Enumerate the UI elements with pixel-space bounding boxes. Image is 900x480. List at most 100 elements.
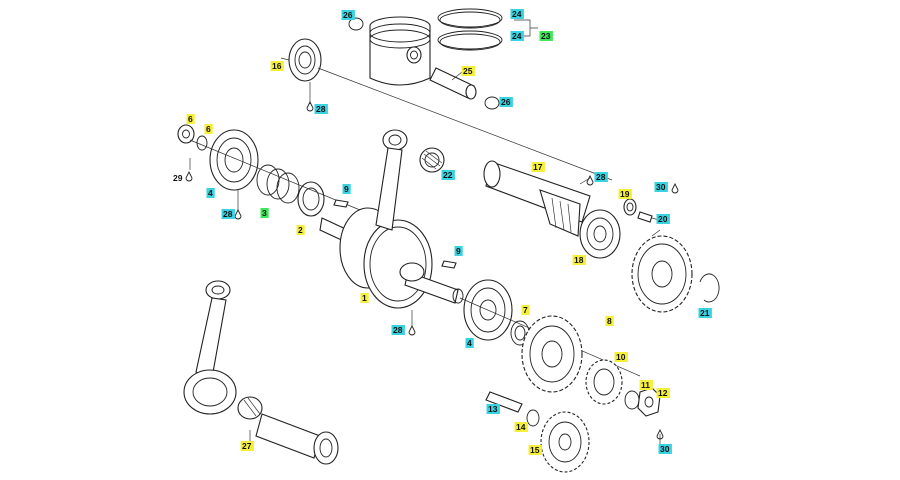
callout-c10: 10 [616, 352, 626, 362]
callout-c2: 2 [298, 225, 303, 235]
washer-left-large [297, 181, 325, 217]
piston-ring-lower [437, 30, 503, 51]
callout-highlight [186, 114, 195, 124]
drive-gear-middle [521, 315, 583, 393]
callout-highlight [658, 444, 672, 454]
callout-c23: 23 [541, 31, 551, 41]
balancer-shaft-part [483, 160, 591, 237]
callout-c26a: 26 [343, 10, 353, 20]
callout-c1: 1 [362, 293, 367, 303]
callout-highlight [594, 172, 608, 182]
needle-bearing-part [419, 147, 445, 173]
callout-highlight [654, 182, 668, 192]
callout-highlight [572, 255, 586, 265]
callout-c30b: 30 [660, 444, 670, 454]
callout-highlight [521, 305, 530, 315]
callout-c15: 15 [530, 445, 540, 455]
crankshaft-part [319, 207, 464, 309]
callout-highlight [528, 445, 542, 455]
callout-highlight [204, 124, 213, 134]
callout-c12: 12 [658, 388, 668, 398]
connecting-rod-kit [183, 280, 339, 465]
callout-highlight [260, 208, 269, 218]
axis-line-left [189, 139, 361, 211]
callout-c14: 14 [516, 422, 526, 432]
main-bearing-left [209, 129, 259, 191]
callout-highlight [486, 404, 500, 414]
gear-small-ten [585, 359, 623, 405]
callout-highlight [342, 184, 351, 194]
callout-c21: 21 [700, 308, 710, 318]
callout-c19: 19 [620, 189, 630, 199]
callout-c4a: 4 [208, 188, 213, 198]
primary-gear-large [631, 235, 693, 313]
woodruff-key-left [333, 199, 349, 208]
callout-c24a: 24 [512, 9, 522, 19]
main-bearing-balancer [579, 209, 621, 259]
washer-eleven [624, 390, 640, 410]
callout-highlight [221, 209, 235, 219]
washer-fourteen [526, 409, 540, 427]
callout-c29: 29 [173, 173, 183, 183]
gear-fifteen [540, 411, 590, 473]
piston-part [369, 16, 431, 86]
callout-c7: 7 [523, 305, 528, 315]
callout-highlight [296, 225, 305, 235]
seal-rings-left [256, 164, 300, 204]
callout-highlight [514, 422, 528, 432]
callout-c6b: 6 [206, 124, 211, 134]
callout-c20: 20 [658, 214, 668, 224]
nut-small-left [177, 124, 195, 144]
woodruff-key-right [441, 260, 457, 269]
main-bearing-top [280, 38, 322, 82]
callout-highlight [614, 352, 628, 362]
callout-highlight [698, 308, 712, 318]
callout-highlight [618, 189, 632, 199]
callout-c28b: 28 [223, 209, 233, 219]
callout-c25: 25 [463, 66, 473, 76]
connecting-rod-part [375, 129, 408, 231]
callout-c24b: 24 [512, 31, 522, 41]
callout-c13: 13 [488, 404, 498, 414]
callout-c17: 17 [533, 162, 543, 172]
callout-highlight [270, 61, 284, 71]
piston-clip-side [484, 96, 500, 110]
washer-small-left [196, 135, 208, 151]
callout-highlight [499, 97, 513, 107]
callout-c9a: 9 [344, 184, 349, 194]
leader-lines [189, 19, 661, 448]
pin-thirteen [485, 391, 523, 413]
callout-c26b: 26 [501, 97, 511, 107]
callout-c18: 18 [574, 255, 584, 265]
callout-highlight [539, 31, 553, 41]
callout-c11: 11 [641, 380, 650, 390]
callout-highlight [441, 170, 455, 180]
callout-highlight [605, 316, 614, 326]
piston-pin [429, 67, 477, 100]
callout-c8: 8 [607, 316, 612, 326]
callout-c9b: 9 [456, 246, 461, 256]
callout-highlight [341, 10, 355, 20]
callout-highlight [465, 338, 474, 348]
callout-c22: 22 [443, 170, 453, 180]
callout-c28a: 28 [316, 104, 326, 114]
callout-highlight [656, 214, 670, 224]
callout-c27: 27 [242, 441, 252, 451]
washer-balancer [623, 198, 637, 216]
callout-highlight [510, 9, 524, 19]
callout-highlight [454, 246, 463, 256]
callout-highlight [531, 162, 545, 172]
drop-symbols [185, 100, 679, 440]
callout-highlight [240, 441, 254, 451]
callout-highlight [360, 293, 369, 303]
piston-ring-upper [437, 8, 503, 29]
callout-c28d: 28 [393, 325, 403, 335]
callout-c3: 3 [262, 208, 267, 218]
callout-highlight [656, 388, 670, 398]
axis-line-top [317, 67, 613, 181]
callout-highlight [314, 104, 328, 114]
callout-highlight [206, 188, 215, 198]
